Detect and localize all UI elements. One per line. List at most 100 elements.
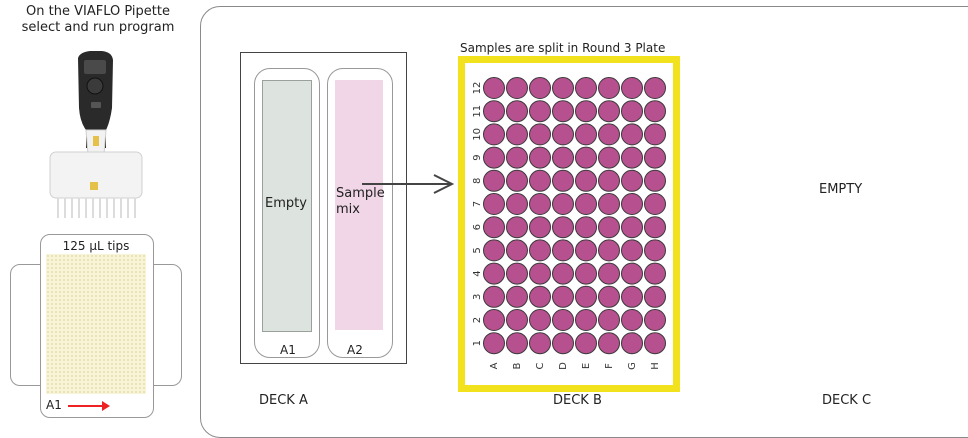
plate-title: Samples are split in Round 3 Plate (460, 41, 666, 55)
trough-a1-content: Empty (265, 196, 307, 211)
trough-a2 (335, 80, 383, 330)
row-label-B: B (512, 362, 523, 369)
column-label-1: 1 (472, 340, 483, 346)
well-C3 (529, 285, 551, 308)
column-label-7: 7 (472, 201, 483, 207)
deck-c-status: EMPTY (819, 182, 863, 197)
row-label-G: G (627, 362, 638, 370)
well-D12 (552, 77, 574, 99)
well-H6 (644, 216, 666, 239)
well-B9 (506, 146, 528, 169)
well-C12 (529, 77, 551, 99)
well-B8 (506, 169, 528, 192)
deck-b-label: DECK B (553, 393, 602, 408)
well-B3 (506, 285, 528, 308)
well-A1 (483, 332, 505, 355)
well-A8 (483, 169, 505, 192)
well-E8 (575, 169, 597, 192)
well-G7 (621, 193, 643, 215)
well-D9 (552, 146, 574, 169)
well-E10 (575, 123, 597, 146)
trough-a2-content-line-1: Sample (336, 186, 385, 201)
well-G9 (621, 146, 643, 169)
well-C2 (529, 309, 551, 331)
well-B2 (506, 309, 528, 331)
well-D5 (552, 239, 574, 262)
row-label-F: F (604, 363, 615, 369)
well-B1 (506, 332, 528, 355)
column-label-8: 8 (472, 178, 483, 184)
well-C9 (529, 146, 551, 169)
well-F9 (598, 146, 620, 169)
instruction-text: On the VIAFLO Pipette select and run pro… (6, 4, 190, 36)
pipette-icon (49, 51, 143, 218)
well-H2 (644, 309, 666, 331)
trough-a2-content: Sample mix (336, 186, 385, 218)
well-E11 (575, 100, 597, 123)
well-G6 (621, 216, 643, 239)
well-E7 (575, 193, 597, 215)
well-B7 (506, 193, 528, 215)
row-label-E: E (581, 363, 592, 369)
well-F8 (598, 169, 620, 192)
well-G8 (621, 169, 643, 192)
column-label-6: 6 (472, 224, 483, 230)
well-H9 (644, 146, 666, 169)
well-E3 (575, 285, 597, 308)
trough-a2-content-line-2: mix (336, 202, 360, 217)
well-A5 (483, 239, 505, 262)
transfer-arrow-icon (362, 174, 455, 194)
well-C8 (529, 169, 551, 192)
well-G12 (621, 77, 643, 99)
well-H10 (644, 123, 666, 146)
instruction-line-2: select and run program (21, 20, 175, 35)
well-F3 (598, 285, 620, 308)
well-G11 (621, 100, 643, 123)
well-D1 (552, 332, 574, 355)
well-G10 (621, 123, 643, 146)
well-B6 (506, 216, 528, 239)
well-C4 (529, 262, 551, 285)
well-D3 (552, 285, 574, 308)
well-H5 (644, 239, 666, 262)
trough-a1-position: A1 (280, 343, 296, 357)
well-F7 (598, 193, 620, 215)
well-B4 (506, 262, 528, 285)
tips-label: 125 µL tips (62, 239, 130, 253)
well-H7 (644, 193, 666, 215)
row-label-C: C (535, 362, 546, 369)
well-A3 (483, 285, 505, 308)
well-F1 (598, 332, 620, 355)
well-G3 (621, 285, 643, 308)
well-B11 (506, 100, 528, 123)
well-E5 (575, 239, 597, 262)
well-A9 (483, 146, 505, 169)
well-B12 (506, 77, 528, 99)
well-F10 (598, 123, 620, 146)
well-H11 (644, 100, 666, 123)
well-D10 (552, 123, 574, 146)
well-F2 (598, 309, 620, 331)
well-F4 (598, 262, 620, 285)
trough-a1 (262, 80, 312, 332)
row-label-H: H (650, 362, 661, 370)
well-D7 (552, 193, 574, 215)
well-E2 (575, 309, 597, 331)
well-D2 (552, 309, 574, 331)
well-D11 (552, 100, 574, 123)
column-label-11: 11 (472, 105, 483, 118)
well-A6 (483, 216, 505, 239)
tip-grid (46, 254, 146, 394)
well-G5 (621, 239, 643, 262)
well-A4 (483, 262, 505, 285)
column-label-10: 10 (472, 128, 483, 141)
well-F11 (598, 100, 620, 123)
well-E6 (575, 216, 597, 239)
well-D8 (552, 169, 574, 192)
well-A7 (483, 193, 505, 215)
well-B5 (506, 239, 528, 262)
well-E4 (575, 262, 597, 285)
column-label-5: 5 (472, 247, 483, 253)
well-H8 (644, 169, 666, 192)
